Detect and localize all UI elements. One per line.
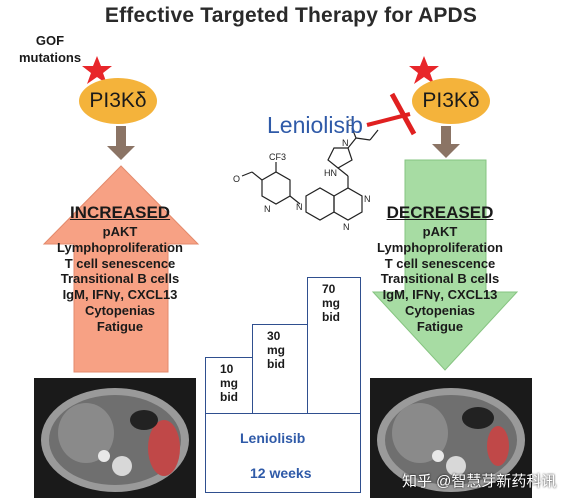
drug-name: Leniolisib — [267, 112, 363, 138]
timeline-box — [205, 413, 361, 493]
gof-mutations-label: GOF mutations — [18, 33, 82, 65]
star-icon-right — [409, 56, 439, 84]
label-hn: HN — [324, 168, 337, 178]
label-o: O — [233, 174, 240, 184]
ct-scan-before — [34, 378, 196, 498]
dose-frequency: bid — [267, 357, 285, 371]
dose-unit: mg — [322, 296, 340, 310]
brown-arrow-left — [107, 126, 135, 160]
dose-amount: 10 — [220, 362, 234, 376]
diagram-title: Effective Targeted Therapy for APDS — [104, 4, 478, 27]
list-item: pAKT — [102, 224, 138, 239]
list-item: Lymphoproliferation — [377, 239, 503, 255]
label-n3: N — [364, 194, 371, 204]
increased-arrow — [42, 165, 200, 373]
dose-step-10mg: 10 mg bid — [205, 357, 253, 414]
inhibition-symbol — [366, 92, 417, 136]
label-n1: N — [264, 204, 271, 214]
timeline-duration-label: 12 weeks — [250, 465, 312, 481]
brown-arrow-right — [432, 126, 460, 158]
label-o2: O — [347, 118, 354, 128]
label-n4: N — [343, 222, 350, 232]
dose-frequency: bid — [322, 310, 340, 324]
list-item: Cytopenias — [84, 302, 156, 318]
dose-step-30mg: 30 mg bid — [252, 324, 308, 414]
increased-heading: INCREASED — [69, 203, 171, 222]
label-n2: N — [296, 202, 303, 212]
increased-list: pAKT Lymphoproliferation T cell senescen… — [45, 224, 195, 335]
list-item: T cell senescence — [64, 255, 176, 271]
list-item: pAKT — [422, 224, 458, 239]
dose-unit: mg — [220, 376, 238, 390]
list-item: IgM, IFNγ, CXCL13 — [382, 287, 498, 303]
ct-scan-before-graphic — [41, 388, 189, 492]
list-item: Transitional B cells — [60, 271, 180, 287]
list-item: Cytopenias — [404, 302, 476, 318]
dose-step-70mg: 70 mg bid — [307, 277, 361, 414]
label-cf3: CF3 — [269, 152, 286, 162]
chemical-structure — [241, 127, 379, 221]
list-item: T cell senescence — [384, 255, 496, 271]
list-item: IgM, IFNγ, CXCL13 — [62, 287, 178, 303]
decreased-list: pAKT Lymphoproliferation T cell senescen… — [365, 224, 515, 335]
watermark: 知乎 @智慧芽新药科讯 — [402, 473, 557, 490]
decreased-arrow — [371, 159, 519, 371]
list-item: Transitional B cells — [380, 271, 500, 287]
pi3k-left: PI3Kδ — [79, 78, 157, 124]
star-icon-left — [82, 56, 112, 84]
ct-scan-after-graphic — [377, 388, 525, 492]
list-item: Fatigue — [96, 318, 144, 334]
timeline-drug-label: Leniolisib — [240, 430, 306, 446]
dose-unit: mg — [267, 343, 285, 357]
ct-scan-after — [370, 378, 532, 498]
decreased-heading: DECREASED — [386, 203, 494, 222]
list-item: Lymphoproliferation — [57, 239, 183, 255]
dose-frequency: bid — [220, 390, 238, 404]
dose-amount: 30 — [267, 329, 281, 343]
pi3k-right: PI3Kδ — [412, 78, 490, 124]
label-n5: N — [342, 138, 349, 148]
list-item: Fatigue — [416, 318, 464, 334]
dose-amount: 70 — [322, 282, 336, 296]
